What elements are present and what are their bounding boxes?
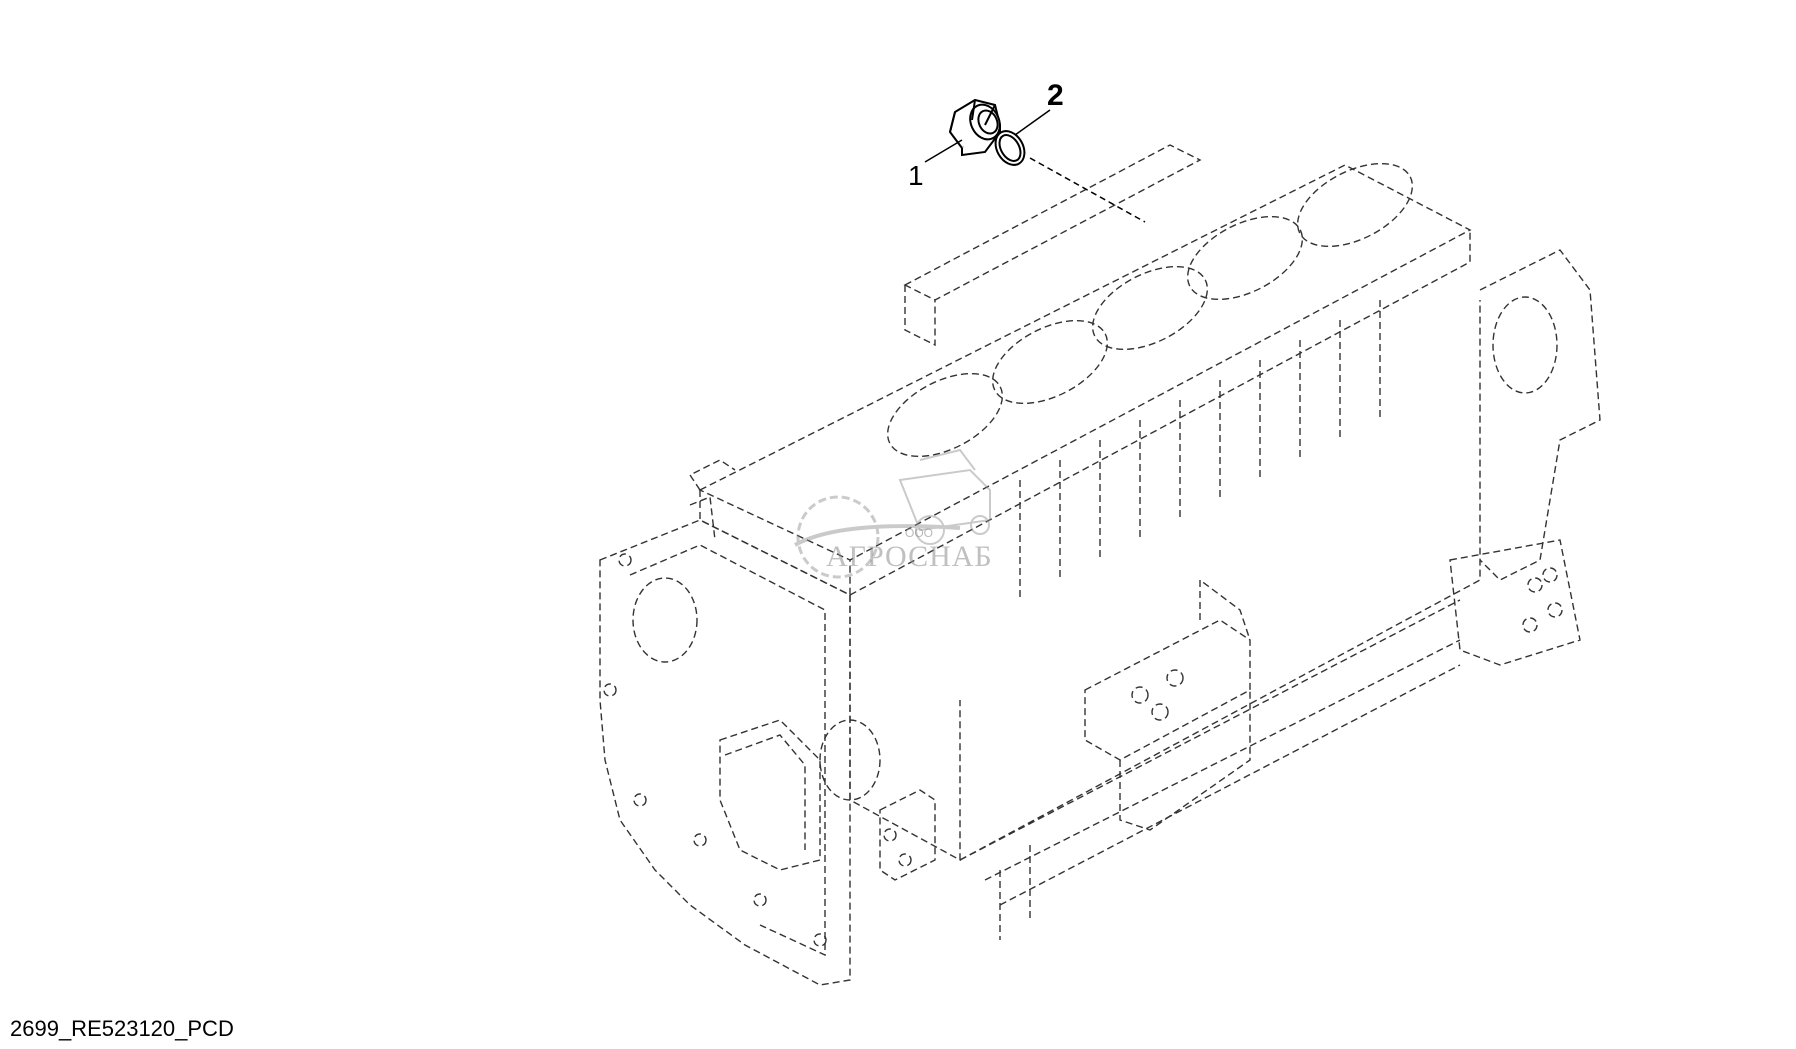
assembly-leader-line <box>1029 157 1146 223</box>
callout-label-1: 1 <box>908 160 924 191</box>
watermark-brand: АГРОСНАБ <box>826 540 993 573</box>
watermark-prefix: ООО <box>905 526 934 540</box>
engine-block-outline <box>599 144 1601 986</box>
drawing-code-label: 2699_RE523120_PCD <box>10 1016 234 1041</box>
o-ring-part <box>994 130 1026 166</box>
callout-2-leader <box>1014 109 1051 136</box>
callout-1-leader <box>924 139 963 163</box>
watermark-logo <box>794 448 991 579</box>
callout-label-2: 2 <box>1047 79 1064 112</box>
plug-part <box>948 98 1002 157</box>
